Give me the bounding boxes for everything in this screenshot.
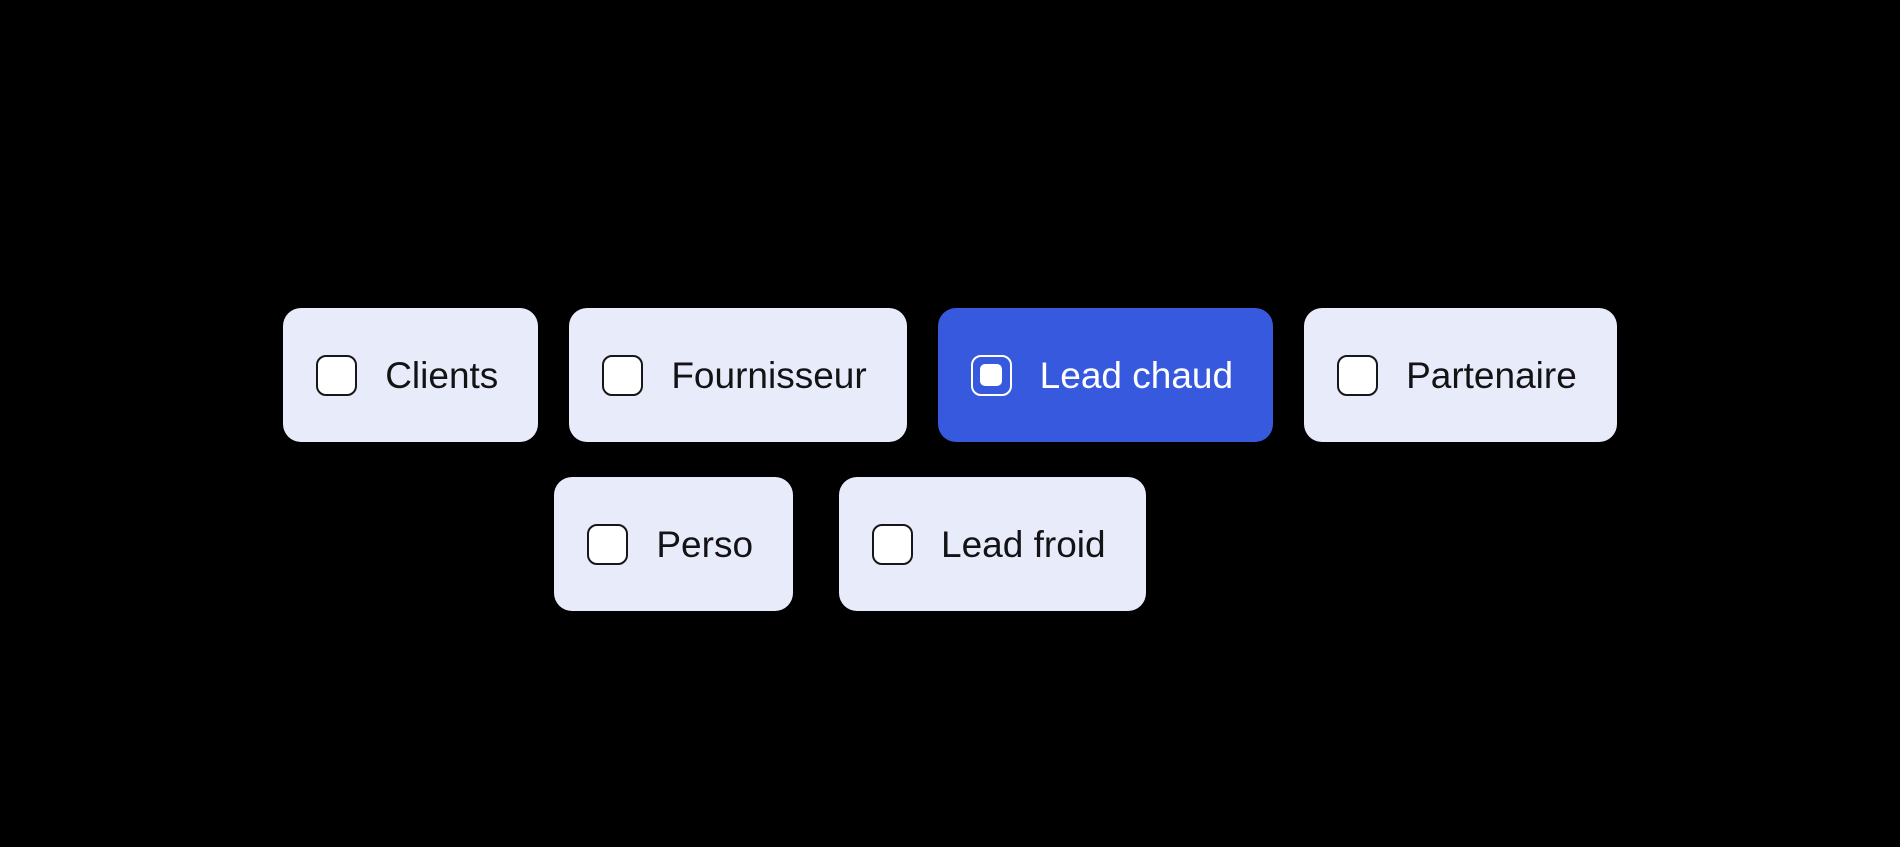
tag-chip-label: Partenaire <box>1406 354 1577 396</box>
tag-chip-clients[interactable]: Clients <box>283 308 539 442</box>
fournisseur-checkbox-icon[interactable] <box>602 354 644 396</box>
tag-chip-lead-chaud[interactable]: Lead chaud <box>937 308 1274 442</box>
tag-chip-label: Perso <box>656 523 754 565</box>
clients-checkbox-icon[interactable] <box>316 354 358 396</box>
tag-chip-label: Fournisseur <box>671 354 867 396</box>
tag-chip-fournisseur[interactable]: Fournisseur <box>569 308 907 442</box>
tag-chip-label: Lead chaud <box>1039 354 1234 396</box>
tag-filter-group: Clients Fournisseur Lead chaud Partenair… <box>0 308 1900 611</box>
tag-row-2: Perso Lead froid <box>554 477 1146 611</box>
tag-chip-partenaire[interactable]: Partenaire <box>1304 308 1617 442</box>
lead-froid-checkbox-icon[interactable] <box>872 523 914 565</box>
tag-chip-label: Clients <box>385 354 499 396</box>
tag-row-1: Clients Fournisseur Lead chaud Partenair… <box>283 308 1617 442</box>
tag-chip-lead-froid[interactable]: Lead froid <box>839 477 1146 611</box>
lead-chaud-checkbox-icon[interactable] <box>970 354 1012 396</box>
partenaire-checkbox-icon[interactable] <box>1337 354 1379 396</box>
perso-checkbox-icon[interactable] <box>587 523 629 565</box>
checkbox-checked-mark <box>980 364 1003 386</box>
tag-chip-label: Lead froid <box>941 523 1106 565</box>
tag-chip-perso[interactable]: Perso <box>554 477 794 611</box>
